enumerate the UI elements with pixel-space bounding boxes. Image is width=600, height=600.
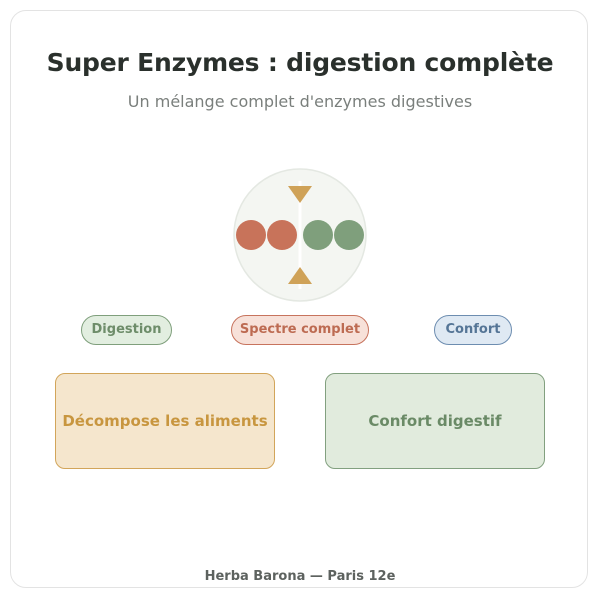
sage-dot-2 — [334, 220, 364, 250]
benefit-box-confort-label: Confort digestif — [368, 412, 502, 430]
sage-dot-1 — [303, 220, 333, 250]
enzyme-emblem-graphic — [233, 168, 367, 302]
benefit-box-aliments-label: Décompose les aliments — [62, 412, 268, 430]
page-subtitle: Un mélange complet d'enzymes digestives — [127, 92, 473, 111]
tag-spectre-complet: Spectre complet — [231, 315, 369, 345]
top-triangle-icon — [288, 186, 312, 203]
benefit-box-aliments: Décompose les aliments — [55, 373, 275, 469]
terracotta-dot-1 — [236, 220, 266, 250]
benefit-box-confort: Confort digestif — [325, 373, 545, 469]
enzyme-emblem — [232, 167, 368, 303]
bottom-triangle-icon — [288, 267, 312, 284]
terracotta-dot-2 — [267, 220, 297, 250]
tag-digestion: Digestion — [81, 315, 172, 345]
page-title: Super Enzymes : digestion complète — [46, 48, 554, 77]
tag-confort: Confort — [434, 315, 512, 345]
footer-credit: Herba Barona — Paris 12e — [204, 569, 396, 584]
